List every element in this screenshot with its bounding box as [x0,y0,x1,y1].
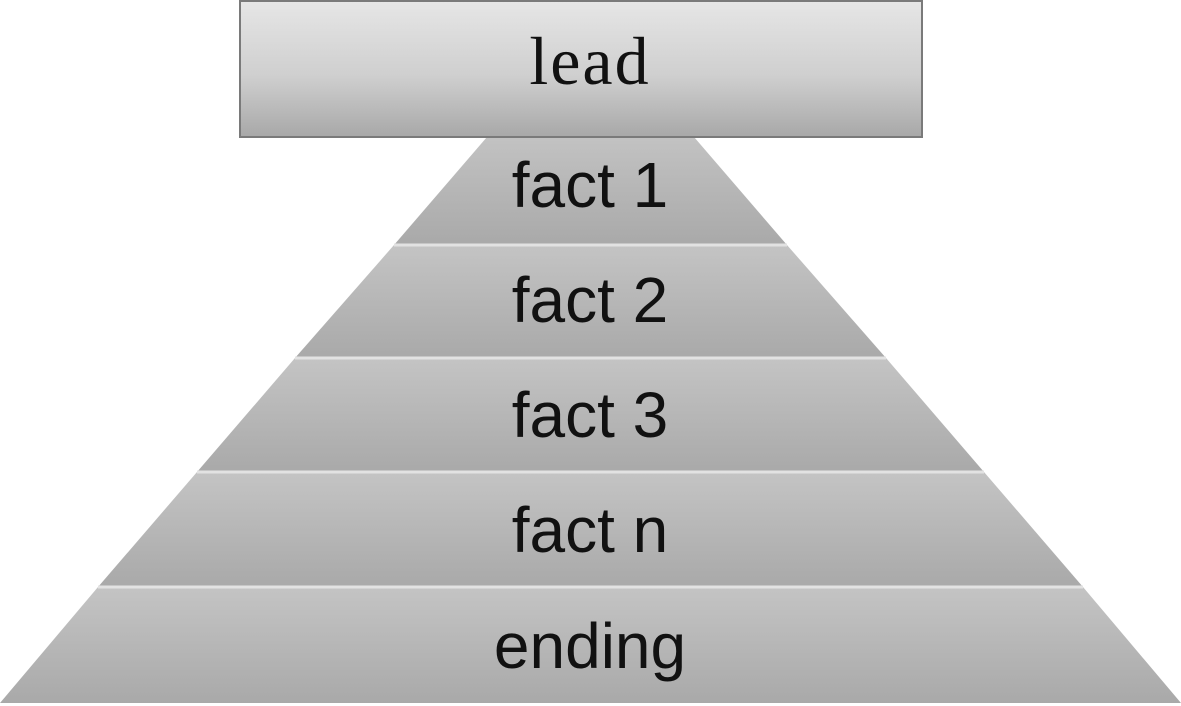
pyramid-layer-4 [98,472,1083,587]
lead-label: lead [529,23,650,99]
pyramid-layers [0,130,1181,703]
lead-box-shape [239,0,923,138]
layer-label-ending: ending [494,610,686,682]
layer-label-fact-3: fact 3 [512,379,669,451]
pyramid-layer-3 [197,358,984,472]
pyramid-layer-1 [394,130,787,245]
layer-label-fact-2: fact 2 [512,264,669,336]
layer-label-fact-1: fact 1 [512,149,669,221]
layer-label-fact-n: fact n [512,494,669,566]
pyramid-layer-2 [295,245,886,358]
lead-box: lead [239,0,923,138]
pyramid-layer-5 [0,587,1181,703]
